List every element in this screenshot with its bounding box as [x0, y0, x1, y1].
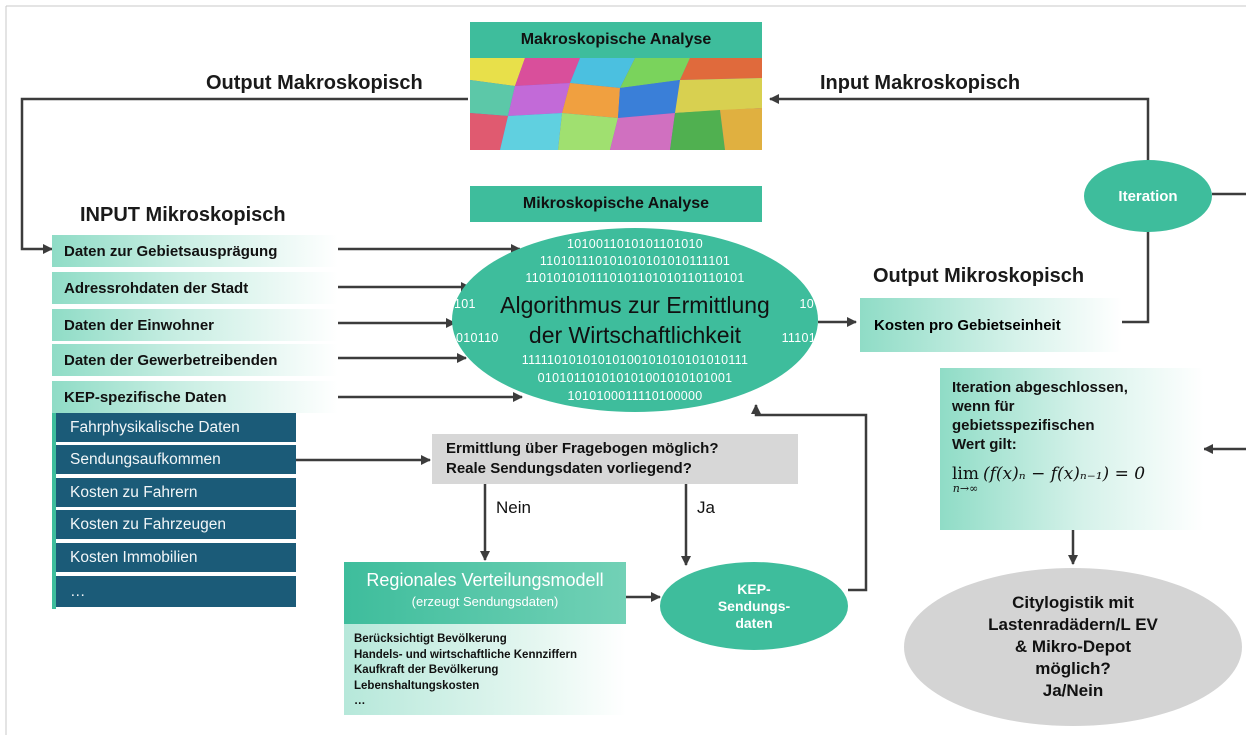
makro-analyse-title: Makroskopische Analyse — [470, 22, 762, 58]
list-item: Handels- und wirtschaftliche Kennziffern — [354, 648, 577, 661]
input-item: Daten der Gewerbetreibenden — [52, 344, 338, 376]
limit-formula: lim n→∞ (f(x)ₙ − f(x)ₙ₋₁) = 0 — [952, 464, 1146, 495]
input-item: Daten zur Gebietsausprägung — [52, 235, 338, 267]
input-item: Daten der Einwohner — [52, 309, 338, 341]
list-item: Lebenshaltungskosten — [354, 679, 480, 692]
kep-item: Sendungsaufkommen — [56, 445, 296, 476]
iteration-label: Iteration — [1118, 187, 1178, 205]
bit-pattern: 1010100011110100000 — [567, 389, 703, 403]
algorithm-title: Algorithmus zur Ermittlung der Wirtschaf… — [500, 292, 770, 348]
bit-pattern: 101 — [454, 297, 476, 311]
bit-pattern: 010110 — [456, 331, 499, 345]
kep-item: Kosten zu Fahrern — [56, 478, 296, 509]
algorithm-ellipse: 1010011010101101010 11010111010101010101… — [452, 228, 818, 412]
input-item: Adressrohdaten der Stadt — [52, 272, 338, 304]
result-ellipse: Citylogistik mit Lastenradädern/L EV & M… — [904, 568, 1242, 726]
kep-item: Fahrphysikalische Daten — [56, 413, 296, 444]
input-makro-label: Input Makroskopisch — [820, 72, 1021, 94]
regional-factors-list: Berücksichtigt Bevölkerung Handels- und … — [344, 624, 626, 715]
output-mikro-heading: Output Mikroskopisch — [873, 265, 1085, 287]
bit-pattern: 11111010101010100101010101010111 — [521, 353, 749, 367]
kep-feedback-arrow — [751, 404, 868, 592]
condition-text: Iteration abgeschlossen, wenn für gebiet… — [952, 379, 1128, 453]
list-item: … — [354, 695, 366, 707]
input-makro-arrow — [769, 94, 1150, 166]
output-makro-arrow — [20, 97, 468, 254]
bit-pattern: 10 — [799, 297, 814, 311]
voronoi-map-image — [470, 58, 762, 150]
bit-pattern: 1101010101110101101010110110101 — [525, 271, 745, 285]
ja-label: Ja — [697, 498, 715, 517]
mikro-analyse-title: Mikroskopische Analyse — [470, 186, 762, 222]
input-item: KEP-spezifische Daten — [52, 381, 338, 413]
kep-item: Kosten zu Fahrzeugen — [56, 510, 296, 541]
kep-sendungsdaten-node: KEP- Sendungs- daten — [660, 562, 848, 650]
iteration-condition-box: Iteration abgeschlossen, wenn für gebiet… — [940, 368, 1204, 530]
kosten-pro-gebiet-box: Kosten pro Gebietseinheit — [860, 298, 1122, 352]
bit-pattern: 1010011010101101010 — [567, 237, 703, 251]
list-item: Berücksichtigt Bevölkerung — [354, 633, 507, 645]
input-mikro-heading: INPUT Mikroskopisch — [80, 204, 286, 226]
iteration-node: Iteration — [1084, 160, 1212, 232]
output-makro-label: Output Makroskopisch — [206, 72, 423, 94]
iteration-feedback-line — [1122, 230, 1150, 324]
list-item: Kaufkraft der Bevölkerung — [354, 664, 499, 676]
bit-pattern: 11101 — [781, 331, 816, 345]
kep-item: Kosten Immobilien — [56, 543, 296, 574]
kep-item: … — [56, 576, 296, 609]
question-box: Ermittlung über Fragebogen möglich? Real… — [432, 434, 798, 484]
regional-model-box: Regionales Verteilungsmodell (erzeugt Se… — [344, 562, 626, 624]
kep-items-bar — [52, 413, 56, 609]
nein-label: Nein — [496, 498, 531, 517]
bit-pattern: 110101110101010101010111101 — [539, 254, 731, 268]
bit-pattern: 010101101010101001010101001 — [537, 371, 733, 385]
